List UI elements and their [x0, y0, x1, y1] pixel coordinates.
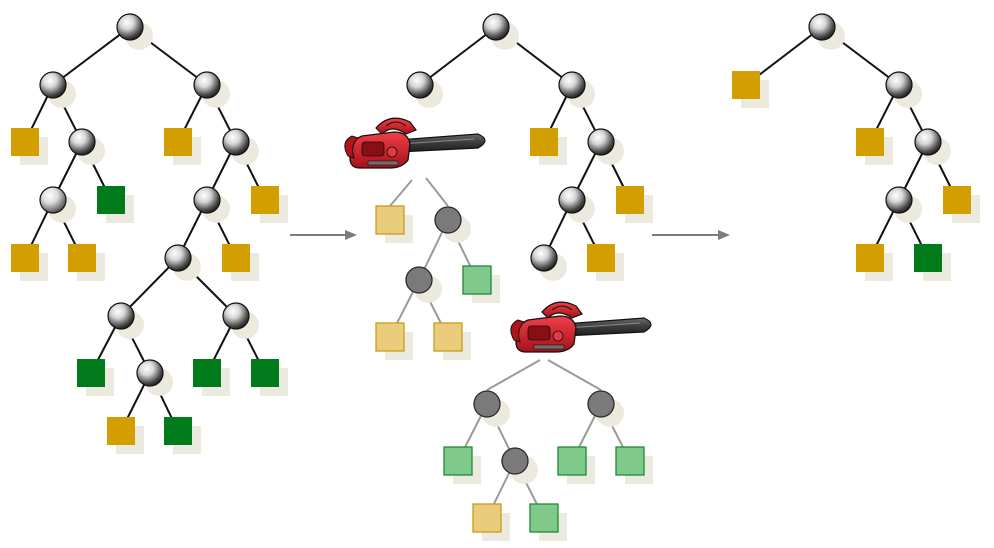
leaf-gold [164, 128, 192, 156]
decision-node [558, 186, 586, 214]
decision-node-faded [473, 390, 501, 418]
leaf-gold [530, 128, 558, 156]
arrow-head [345, 230, 357, 240]
leaf-gold-faded [472, 503, 502, 533]
leaf-green-faded [529, 503, 559, 533]
decision-node [193, 71, 221, 99]
decision-node [885, 71, 913, 99]
decision-node [808, 13, 836, 41]
leaf-gold [943, 186, 971, 214]
leaf-green [914, 244, 942, 272]
leaf-green [251, 359, 279, 387]
decision-node-faded [405, 266, 433, 294]
cut-edge-stub [389, 179, 413, 207]
leaf-gold [251, 186, 279, 214]
chainsaw-knob [386, 146, 398, 158]
chainsaw-chain [565, 322, 641, 329]
cut-edge-stub [547, 359, 602, 391]
decision-node [482, 13, 510, 41]
decision-node [222, 128, 250, 156]
chainsaw-knob [552, 330, 564, 342]
leaf-gold [11, 244, 39, 272]
leaf-green [193, 359, 221, 387]
leaf-gold-faded [433, 322, 463, 352]
chainsaw-panel [361, 141, 385, 157]
chainsaw-handle-inner [551, 305, 573, 311]
chainsaw-handle-inner [385, 121, 407, 127]
leaf-gold [587, 244, 615, 272]
leaf-gold [856, 128, 884, 156]
tree-edge [52, 26, 131, 86]
chainsaw-base [367, 160, 399, 166]
decision-node-faded [501, 447, 529, 475]
leaf-green-faded [557, 446, 587, 476]
leaf-gold [107, 417, 135, 445]
leaf-gold [68, 244, 96, 272]
chainsaw-handle [375, 117, 417, 135]
cut-edge-stub [486, 359, 541, 391]
leaf-gold [856, 244, 884, 272]
decision-node [914, 128, 942, 156]
leaf-green [97, 186, 125, 214]
decision-node [587, 128, 615, 156]
decision-node [558, 71, 586, 99]
chainsaw-chain [399, 138, 475, 145]
decision-node [68, 128, 96, 156]
decor-layer [290, 117, 730, 353]
decision-node [530, 244, 558, 272]
leaf-green-faded [443, 446, 473, 476]
leaf-gold [732, 71, 760, 99]
nodes-layer [11, 13, 971, 533]
leaf-gold [222, 244, 250, 272]
leaf-green [77, 359, 105, 387]
arrow-head [718, 230, 730, 240]
leaf-gold-faded [375, 205, 405, 235]
chainsaw-base [533, 344, 565, 350]
decision-node [39, 71, 67, 99]
decision-node [116, 13, 144, 41]
shadows-layer [20, 22, 980, 541]
decision-node [136, 359, 164, 387]
cut-edge-stub [425, 177, 449, 207]
decision-node [193, 186, 221, 214]
chainsaw-panel [527, 325, 551, 341]
chainsaw-grip [510, 319, 525, 343]
decision-node [39, 186, 67, 214]
chainsaw-icon [510, 301, 652, 353]
decision-node [164, 244, 192, 272]
decision-node [222, 302, 250, 330]
decision-node [885, 186, 913, 214]
leaf-gold [616, 186, 644, 214]
chainsaw-bar [563, 317, 652, 337]
chainsaw-handle [541, 301, 583, 319]
decision-node [406, 71, 434, 99]
leaf-green [164, 417, 192, 445]
decision-node-faded [587, 390, 615, 418]
chainsaw-grip [344, 135, 359, 159]
tree-edge [419, 26, 497, 86]
chainsaw-icon [344, 117, 486, 169]
decision-node [107, 302, 135, 330]
decision-node-faded [434, 206, 462, 234]
leaf-green-faded [615, 446, 645, 476]
leaf-gold-faded [375, 322, 405, 352]
arrow-right-icon [652, 230, 730, 240]
leaf-green-faded [462, 265, 492, 295]
arrow-right-icon [290, 230, 357, 240]
chainsaw-bar [397, 133, 486, 153]
leaf-gold [11, 128, 39, 156]
